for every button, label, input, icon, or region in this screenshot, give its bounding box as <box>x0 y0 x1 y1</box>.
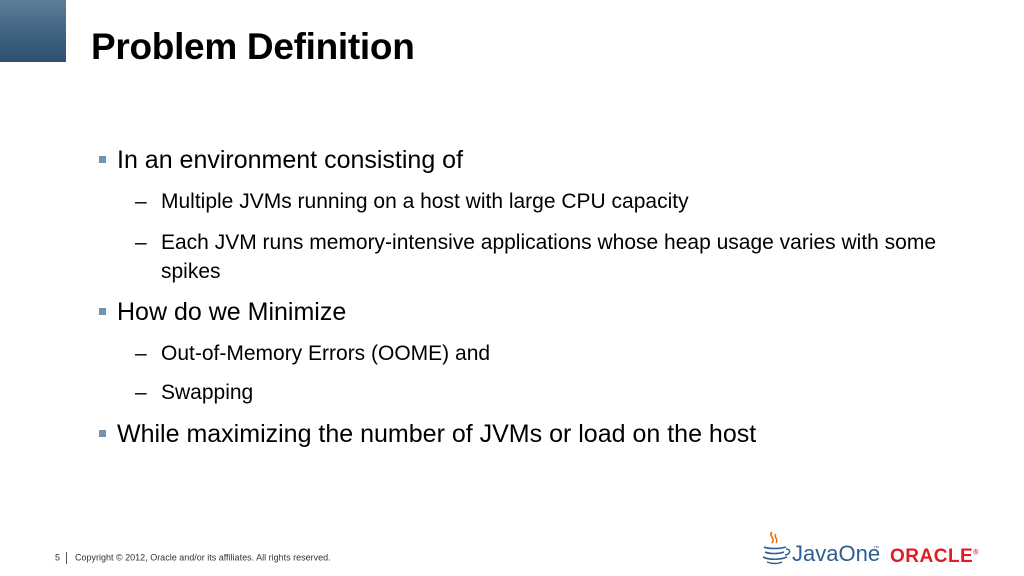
square-bullet-icon <box>99 308 106 315</box>
dash-bullet-icon: – <box>135 342 147 365</box>
sub-bullet-text: Multiple JVMs running on a host with lar… <box>161 190 689 213</box>
bullet-text: While maximizing the number of JVMs or l… <box>117 420 757 448</box>
bullet-text: How do we Minimize <box>117 298 347 326</box>
sub-bullet-text: Each JVM runs memory-intensive applicati… <box>161 231 937 283</box>
bullet-text: In an environment consisting of <box>117 146 464 174</box>
oracle-wordmark: ORACLE <box>890 546 974 567</box>
corner-accent-block <box>0 0 66 62</box>
square-bullet-icon <box>99 430 106 437</box>
dash-bullet-icon: – <box>135 190 147 213</box>
javaone-wordmark: JavaOne <box>792 541 880 566</box>
dash-bullet-icon: – <box>135 381 147 404</box>
slide-title: Problem Definition <box>91 26 415 67</box>
page-number: 5 <box>55 552 61 563</box>
javaone-logo: JavaOne ™ <box>760 528 880 568</box>
footer-divider <box>66 552 68 564</box>
java-cup-icon: JavaOne ™ <box>762 531 880 566</box>
dash-bullet-icon: – <box>135 231 147 254</box>
sub-bullet-text: Out-of-Memory Errors (OOME) and <box>161 342 491 365</box>
slide-footer: 5 Copyright © 2012, Oracle and/or its aff… <box>55 552 331 564</box>
trademark-mark: ™ <box>873 545 879 552</box>
oracle-logo: ORACLE® <box>890 546 979 568</box>
copyright-text: Copyright © 2012, Oracle and/or its affi… <box>75 552 331 563</box>
registered-mark: ® <box>973 549 979 557</box>
sub-bullet-text: Swapping <box>161 381 254 404</box>
square-bullet-icon <box>99 156 106 163</box>
